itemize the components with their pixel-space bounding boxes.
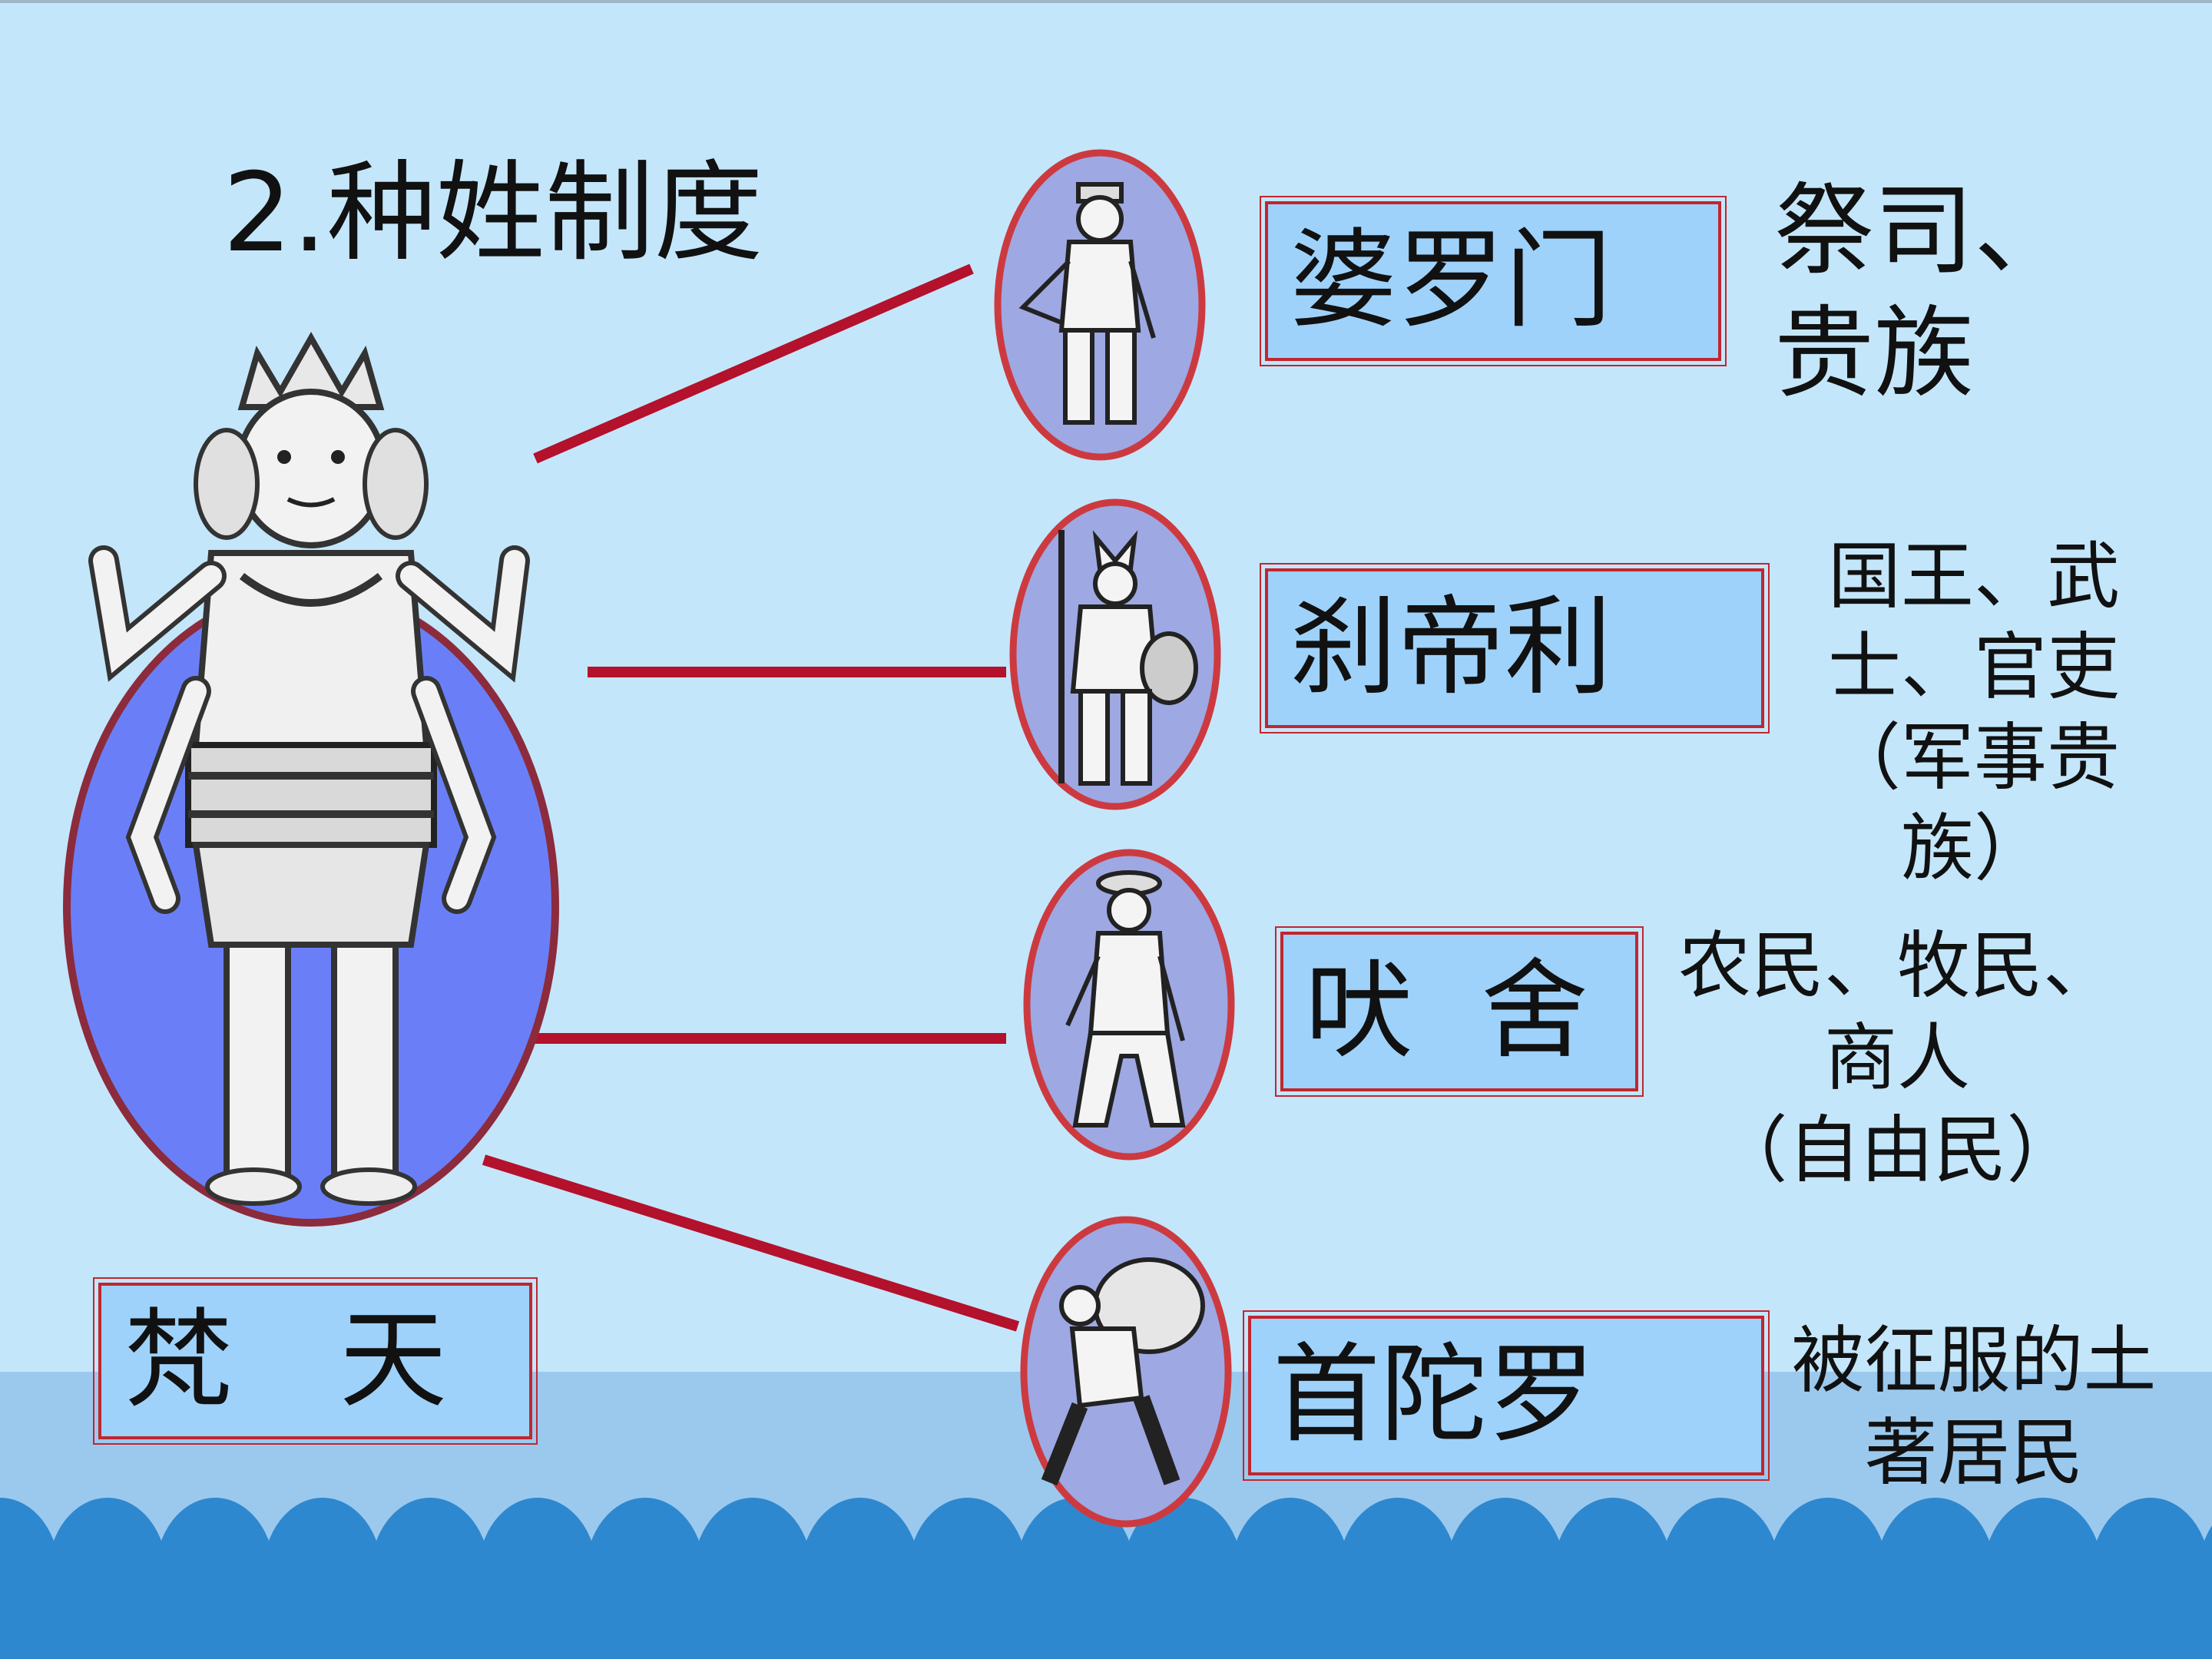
medallion-brahmin <box>994 149 1206 461</box>
priest-figure-icon <box>1018 182 1156 425</box>
medallion-vaishya <box>1023 849 1235 1161</box>
farmer-figure-icon <box>1065 870 1186 1128</box>
desc-line: 贵族 <box>1774 295 1975 412</box>
caste-box-shudra: 首陀罗 <box>1243 1310 1770 1481</box>
medallion-kshatriya <box>1009 498 1221 810</box>
desc-line: 族） <box>1900 806 2047 891</box>
caste-name-shudra: 首陀罗 <box>1273 1333 1596 1458</box>
desc-line: 农民、牧民、 <box>1677 924 2116 1008</box>
caste-name-vaishya: 吠 舍 <box>1305 949 1589 1074</box>
caste-box-vaishya: 吠 舍 <box>1275 926 1644 1097</box>
desc-line: 被征服的土 <box>1791 1319 2157 1403</box>
wave-decoration <box>0 1498 2212 1659</box>
desc-line: 商人 <box>1823 1016 1970 1101</box>
caste-desc-kshatriya: 国王、武 士、官吏 （军事贵 族） <box>1813 531 2135 894</box>
desc-line: 士、官吏 <box>1827 625 2120 710</box>
deity-label: 梵 天 <box>124 1298 448 1423</box>
deity-medallion <box>63 331 559 1227</box>
desc-line: 著居民 <box>1864 1411 2084 1495</box>
caste-desc-shudra: 被征服的土 著居民 <box>1786 1315 2162 1499</box>
desc-line: （自由民） <box>1714 1108 2080 1193</box>
caste-desc-vaishya: 农民、牧民、 商人 （自由民） <box>1674 920 2120 1197</box>
caste-box-kshatriya: 刹帝利 <box>1260 563 1770 733</box>
connector-lines <box>482 263 1020 1332</box>
page-title: 2.种姓制度 <box>223 150 763 276</box>
caste-name-kshatriya: 刹帝利 <box>1290 585 1613 710</box>
caste-name-brahmin: 婆罗门 <box>1290 218 1613 343</box>
connector-brahmin <box>533 263 974 464</box>
four-armed-deity-icon <box>88 331 530 1206</box>
caste-box-brahmin: 婆罗门 <box>1260 196 1727 366</box>
desc-line: 国王、武 <box>1827 535 2120 619</box>
deity-label-box: 梵 天 <box>93 1277 538 1445</box>
warrior-figure-icon <box>1058 530 1198 786</box>
desc-line: 祭司、 <box>1774 172 2075 289</box>
medallion-shudra <box>1020 1216 1232 1528</box>
caste-desc-brahmin: 祭司、 贵族 <box>1774 169 2074 415</box>
desc-line: （军事贵 <box>1827 716 2120 800</box>
wave-base <box>0 1613 2212 1659</box>
top-border <box>0 0 2212 3</box>
laborer-figure-icon <box>1041 1257 1205 1486</box>
connector-shudra <box>482 1154 1020 1332</box>
